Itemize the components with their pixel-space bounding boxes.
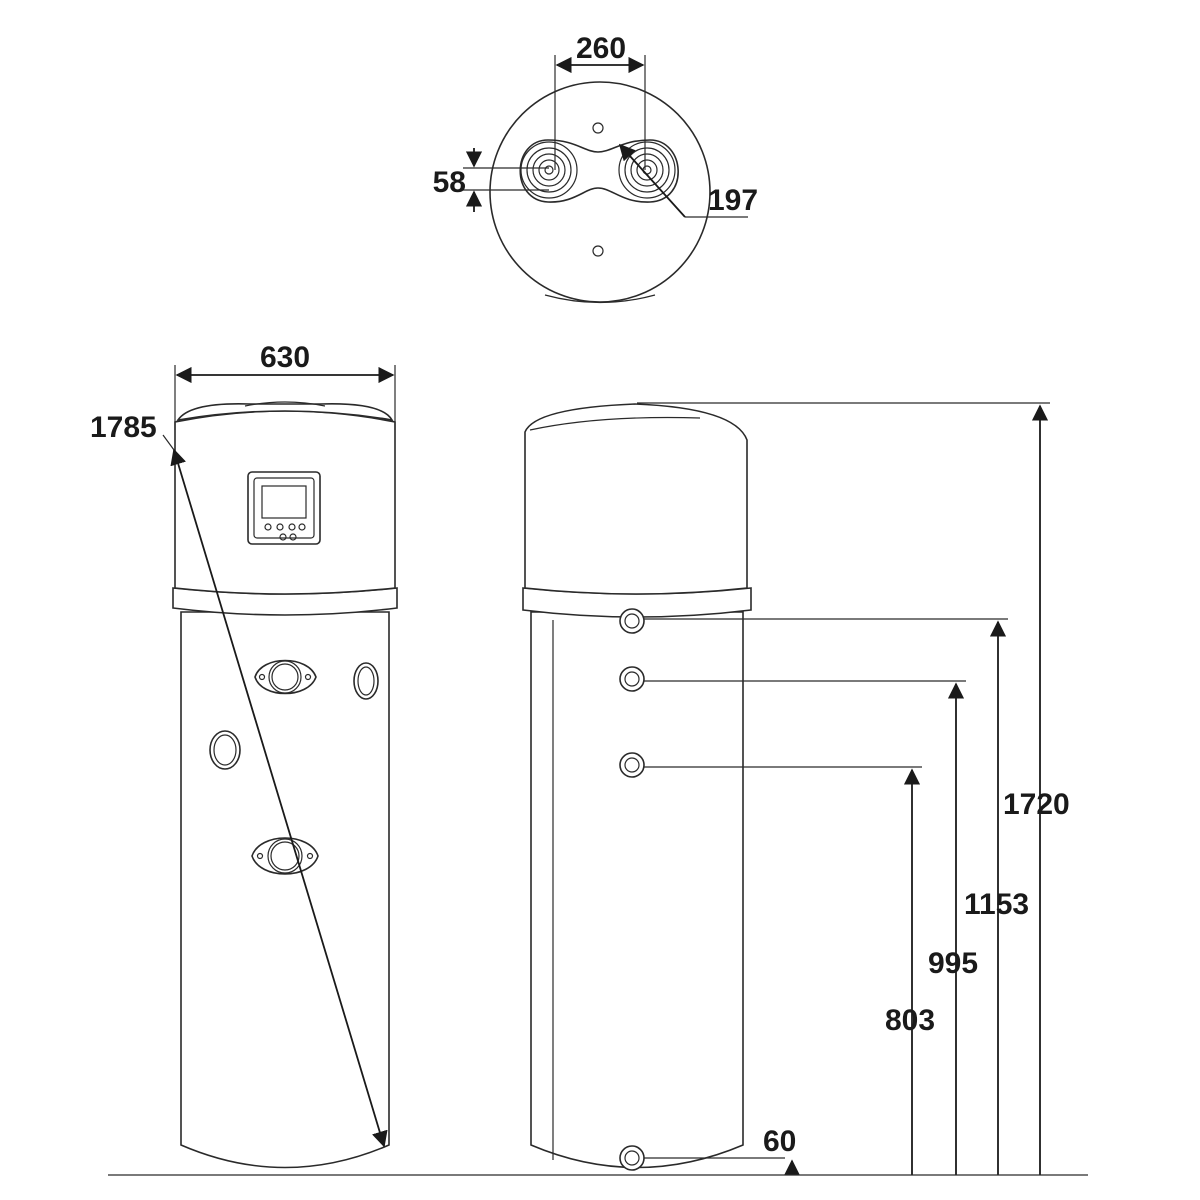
dim-58-label: 58 bbox=[433, 166, 466, 199]
front-view-flange-upper bbox=[254, 659, 317, 695]
top-view-front-arc bbox=[544, 294, 656, 304]
front-view-flange-lower bbox=[251, 837, 319, 875]
dim-1785-line bbox=[170, 448, 388, 1148]
side-view-outlet-1153 bbox=[619, 608, 645, 634]
dim-995-label: 995 bbox=[928, 947, 978, 980]
side-view-tank bbox=[530, 611, 744, 1169]
side-view-outlet-995 bbox=[619, 666, 645, 692]
dim-630-label: 630 bbox=[260, 341, 310, 374]
dim-197-line bbox=[618, 143, 686, 218]
front-view: 630 1785 bbox=[90, 341, 398, 1169]
dim-803-label: 803 bbox=[885, 1004, 935, 1037]
top-view-screw-lower bbox=[592, 245, 604, 257]
dim-260-label: 260 bbox=[576, 32, 626, 65]
dim-60-label: 60 bbox=[763, 1125, 796, 1158]
dim-1153-label: 1153 bbox=[964, 888, 1029, 921]
top-view-screw-upper bbox=[592, 122, 604, 134]
side-view-head bbox=[524, 403, 748, 595]
front-view-top-cap bbox=[176, 403, 394, 422]
side-view: 1720 1153 995 803 60 bbox=[522, 402, 1070, 1176]
dim-1720-label: 1720 bbox=[1003, 788, 1070, 821]
side-view-outlet-60 bbox=[619, 1145, 645, 1171]
top-view-right-pipe bbox=[618, 141, 676, 199]
top-view-left-pipe bbox=[520, 141, 578, 199]
control-panel bbox=[247, 471, 321, 545]
top-view: 260 58 197 bbox=[433, 32, 758, 304]
top-view-body bbox=[489, 81, 711, 303]
dim-1785-label: 1785 bbox=[90, 411, 157, 444]
side-view-outlet-803 bbox=[619, 752, 645, 778]
top-view-pipe-plate bbox=[519, 139, 679, 203]
dim-197-label: 197 bbox=[708, 184, 758, 217]
